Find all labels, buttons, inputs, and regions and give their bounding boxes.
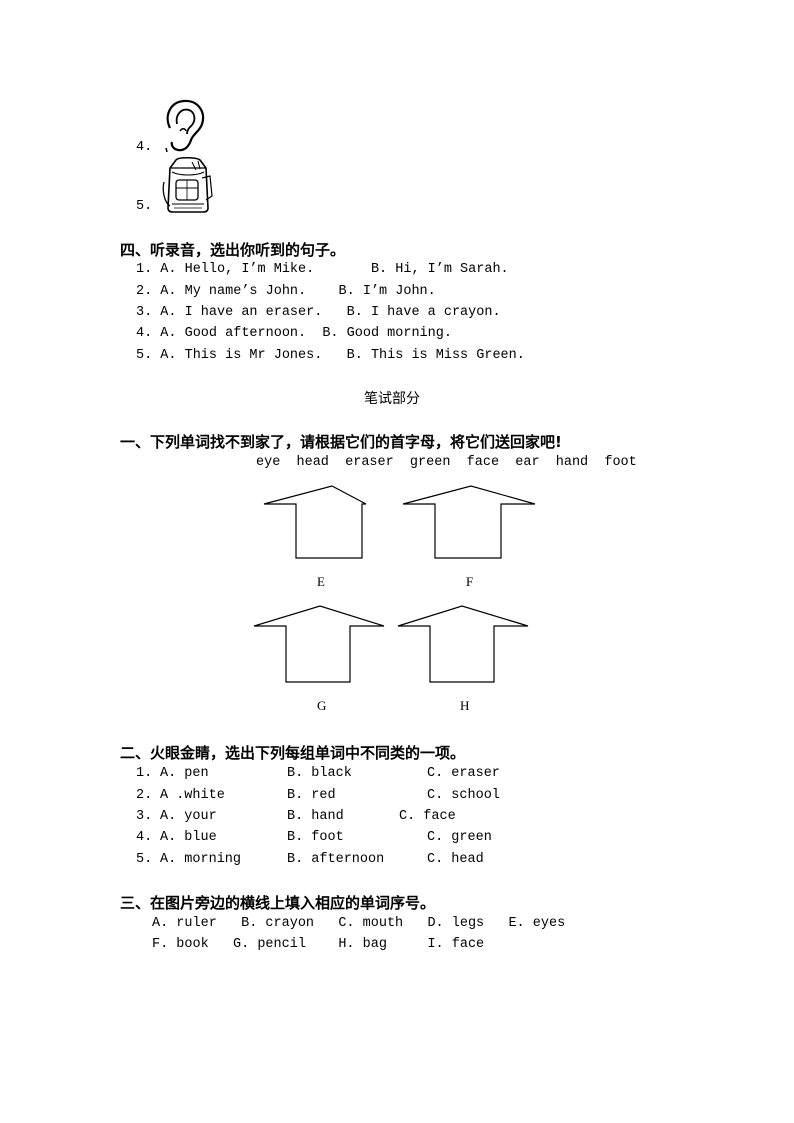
part2-row-5-option-b: B. afternoon — [287, 852, 385, 867]
section4-item-2: 2. A. My name’s John. B. I’m John. — [136, 284, 436, 299]
part2-row-3-option-b: B. hand — [287, 809, 344, 824]
section4-item-4: 4. A. Good afternoon. B. Good morning. — [136, 326, 452, 341]
written-part-title: 笔试部分 — [364, 391, 420, 407]
part3-word-list-line-1: A. ruler B. crayon C. mouth D. legs E. e… — [152, 916, 566, 931]
house-e-outline — [263, 485, 367, 559]
part3-title: 三、在图片旁边的横线上填入相应的单词序号。 — [120, 894, 436, 912]
part2-row-5-option-c: C. head — [427, 852, 484, 867]
item-5-number: 5. — [136, 199, 153, 214]
part2-row-3-option-a: A. your — [160, 809, 217, 824]
backpack-icon — [162, 156, 213, 213]
section4-item-3: 3. A. I have an eraser. B. I have a cray… — [136, 305, 501, 320]
part2-row-4-option-b: B. foot — [287, 830, 344, 845]
part2-row-3-number: 3. — [136, 809, 153, 824]
part2-row-4-option-c: C. green — [427, 830, 492, 845]
section4-item-5: 5. A. This is Mr Jones. B. This is Miss … — [136, 348, 525, 363]
house-h-outline — [397, 605, 529, 683]
item-4-number: 4. — [136, 140, 153, 155]
section4-item-1: 1. A. Hello, I’m Mike. B. Hi, I’m Sarah. — [136, 262, 509, 277]
part2-row-2-number: 2. — [136, 788, 153, 803]
part3-word-list-line-2: F. book G. pencil H. bag I. face — [152, 937, 485, 952]
part2-row-2-option-a: A .white — [160, 788, 225, 803]
house-h-label: H — [460, 698, 470, 713]
part2-row-1-number: 1. — [136, 766, 153, 781]
section4-title: 四、听录音，选出你听到的句子。 — [120, 241, 346, 259]
part2-row-1-option-c: C. eraser — [427, 766, 500, 781]
part2-row-4-number: 4. — [136, 830, 153, 845]
house-g-label: G — [317, 698, 327, 713]
part2-row-2-option-b: B. red — [287, 788, 336, 803]
part2-row-2-option-c: C. school — [427, 788, 500, 803]
part1-title: 一、下列单词找不到家了，请根据它们的首字母，将它们送回家吧! — [120, 433, 562, 451]
part2-row-5-number: 5. — [136, 852, 153, 867]
ear-icon — [165, 99, 205, 153]
part2-row-1-option-b: B. black — [287, 766, 352, 781]
house-e-label: E — [317, 574, 325, 589]
part2-row-3-option-c: C. face — [399, 809, 456, 824]
part2-title: 二、火眼金睛，选出下列每组单词中不同类的一项。 — [120, 744, 466, 762]
house-f-label: F — [466, 574, 474, 589]
part1-word-bank: eye head eraser green face ear hand foot — [256, 455, 637, 470]
house-f-outline — [402, 485, 536, 559]
house-g-outline — [253, 605, 385, 683]
part2-row-1-option-a: A. pen — [160, 766, 209, 781]
part2-row-4-option-a: A. blue — [160, 830, 217, 845]
part2-row-5-option-a: A. morning — [160, 852, 242, 867]
